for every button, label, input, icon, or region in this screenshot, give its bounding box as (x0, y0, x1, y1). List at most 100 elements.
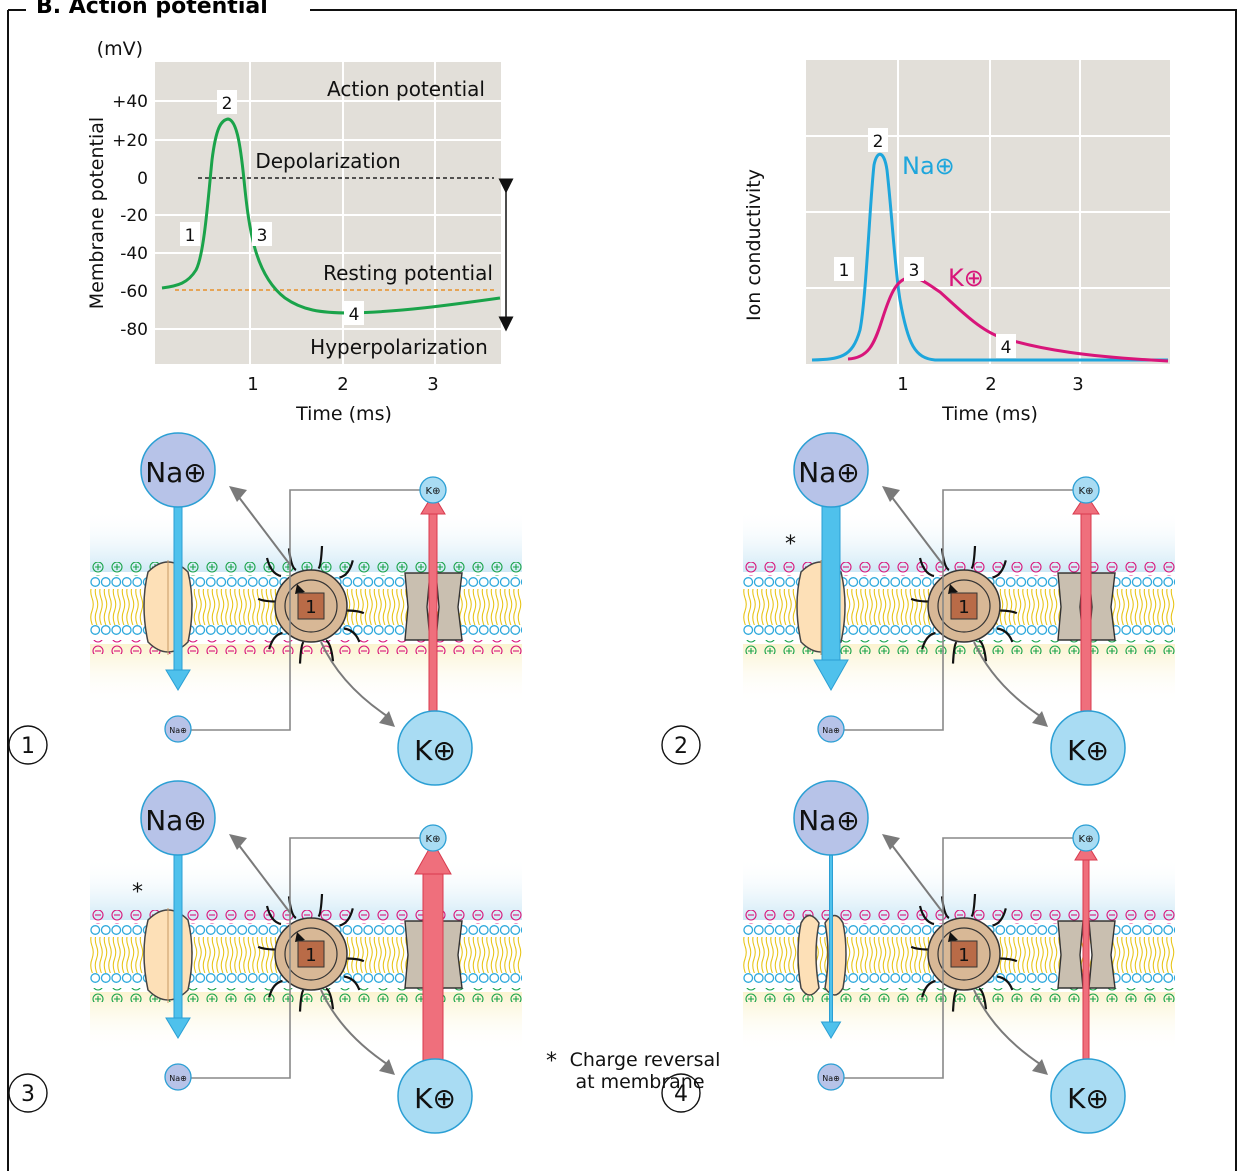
footnote-line-2: at membrane (575, 1071, 704, 1093)
k-channel (404, 572, 463, 641)
k-ion-large (1050, 1058, 1126, 1134)
x-tick: 2 (985, 374, 996, 395)
x-tick: 1 (247, 374, 258, 395)
point-2: 2 (217, 90, 237, 114)
membrane-panel-1: 1Na⊕K⊕Na⊕K⊕1 (8, 432, 522, 786)
svg-text:1: 1 (185, 226, 196, 246)
svg-text:3: 3 (257, 226, 268, 246)
point-3: 3 (252, 222, 272, 246)
k-ion-small (419, 476, 447, 504)
membrane-panel-4: 1Na⊕K⊕Na⊕K⊕4 (661, 780, 1175, 1134)
figure-frame (7, 9, 1237, 1171)
step-badge (8, 725, 48, 765)
point-1: 1 (834, 257, 854, 281)
y-tick: +40 (112, 92, 148, 112)
figure-title: B. Action potential (28, 0, 276, 19)
svg-text:4: 4 (1001, 338, 1012, 358)
k-efflux-arrow (422, 873, 444, 1067)
x-tick: 3 (427, 374, 438, 395)
pump-arrow-out (890, 843, 945, 915)
pump-label: 1 (305, 597, 316, 618)
na-influx-arrow (829, 843, 833, 1023)
na-ion-small (817, 1063, 845, 1091)
inner-charges (92, 640, 522, 654)
x-tick: 2 (337, 374, 348, 395)
na-channel (143, 908, 193, 1003)
action-potential-label: Action potential (327, 77, 485, 101)
step-number: 3 (21, 1082, 35, 1107)
pump-connector (838, 837, 1073, 1079)
na-ion-label: Na⊕ (798, 456, 860, 489)
na-influx-arrow (173, 495, 183, 671)
na-ion-small-label: Na⊕ (822, 726, 840, 735)
ion-conductivity-graph: Ion conductivity 1 2 3 Time (ms) Na⊕ K⊕ … (743, 60, 1170, 425)
step-badge (661, 1073, 701, 1113)
y-tick: -60 (120, 282, 148, 302)
k-curve-label: K⊕ (948, 264, 984, 292)
na-influx-arrow (173, 843, 183, 1019)
point-3: 3 (904, 257, 924, 281)
k-ion-large (397, 1058, 473, 1134)
na-ion-label: Na⊕ (145, 804, 207, 837)
na-ion-label: Na⊕ (145, 456, 207, 489)
charge-reversal-footnote: * Charge reversal at membrane (546, 1049, 720, 1093)
resting-potential-label: Resting potential (323, 261, 493, 285)
y-axis-label: Ion conductivity (743, 169, 765, 321)
k-ion-label: K⊕ (414, 734, 456, 767)
inner-charges (745, 640, 1175, 654)
na-k-pump: 1 (257, 545, 365, 664)
na-ion-small (164, 1063, 192, 1091)
footnote-line-1: Charge reversal (570, 1049, 721, 1071)
pump-arrow-in (320, 641, 391, 719)
k-ion-small (1072, 824, 1100, 852)
charge-reversal-star: * (785, 532, 796, 557)
na-ion-small-label: Na⊕ (169, 1074, 187, 1083)
na-ion-large (793, 432, 869, 508)
na-ion-small-label: Na⊕ (822, 1074, 840, 1083)
x-axis-label: Time (ms) (941, 403, 1038, 425)
membrane-potential-graph: (mV) Membrane potential +40 +20 0 -20 -4… (86, 38, 514, 425)
point-1: 1 (180, 222, 200, 246)
k-ion-small-label: K⊕ (426, 834, 441, 845)
membrane-panel-2: 1Na⊕K⊕Na⊕K⊕2* (661, 432, 1175, 786)
hyperpolarization-label: Hyperpolarization (310, 335, 488, 359)
na-k-pump: 1 (910, 545, 1018, 664)
x-axis-label: Time (ms) (295, 403, 392, 425)
na-k-pump: 1 (257, 893, 365, 1012)
na-ion-label: Na⊕ (798, 804, 860, 837)
pump-connector (185, 489, 420, 731)
step-badge (661, 725, 701, 765)
na-ion-large (140, 432, 216, 508)
k-ion-label: K⊕ (1067, 1082, 1109, 1115)
pump-connector (838, 489, 1073, 731)
k-ion-label: K⊕ (414, 1082, 456, 1115)
x-tick: 1 (897, 374, 908, 395)
k-ion-label: K⊕ (1067, 734, 1109, 767)
na-conductance-curve (811, 152, 1168, 362)
charge-reversal-star: * (132, 880, 143, 905)
depolarization-label: Depolarization (255, 149, 400, 173)
svg-text:3: 3 (909, 261, 920, 281)
point-4: 4 (344, 301, 364, 325)
pump-arrow-out (237, 843, 292, 915)
svg-text:1: 1 (839, 261, 850, 281)
k-efflux-arrow (1080, 513, 1092, 719)
na-ion-small (164, 715, 192, 743)
k-ion-large (397, 710, 473, 786)
svg-text:2: 2 (873, 132, 884, 152)
y-tick: -40 (120, 244, 148, 264)
k-channel (1057, 572, 1116, 641)
unit-label: (mV) (97, 38, 143, 60)
step-number: 4 (674, 1082, 688, 1107)
pump-arrow-in (320, 989, 391, 1067)
pump-connector (185, 837, 420, 1079)
k-ion-large (1050, 710, 1126, 786)
na-ion-large (793, 780, 869, 856)
y-tick: 0 (137, 169, 148, 189)
k-efflux-arrow (1082, 859, 1090, 1067)
pump-arrow-out (237, 495, 292, 567)
pump-arrow-out (890, 495, 945, 567)
step-number: 1 (21, 734, 35, 759)
footnote-star: * (546, 1049, 557, 1074)
